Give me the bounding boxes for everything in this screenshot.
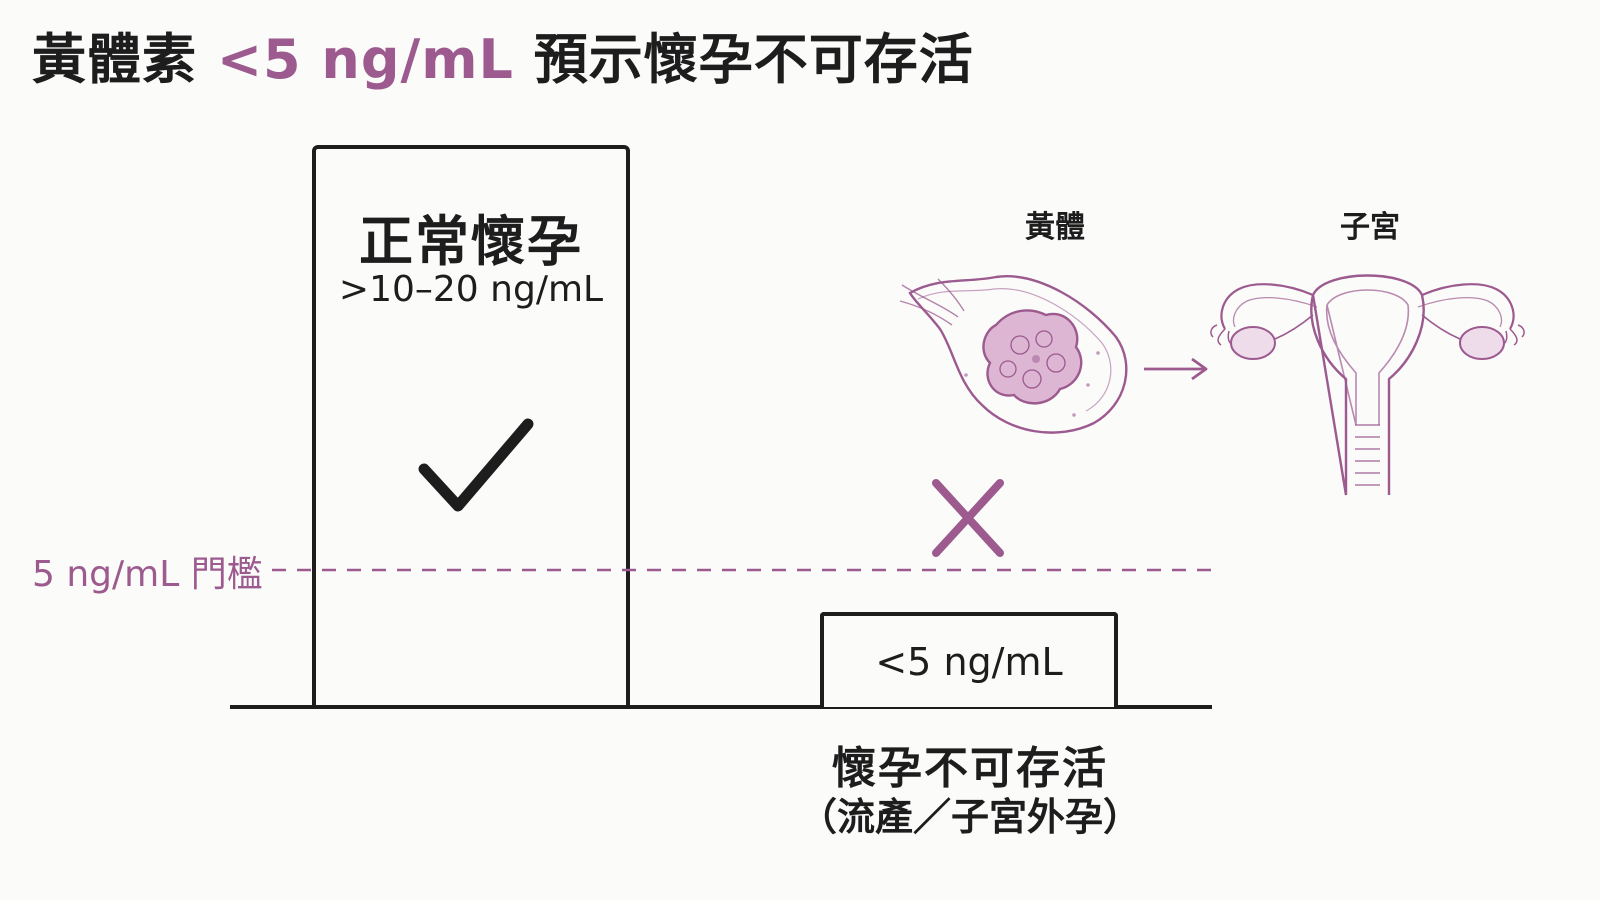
- check-icon: [418, 418, 534, 512]
- uterus-icon: [1210, 274, 1525, 496]
- page-title: 黃體素 <5 ng/mL 預示懷孕不可存活: [32, 30, 974, 89]
- arrow-right-icon: [1144, 357, 1208, 381]
- uterus-label: 子宮: [1340, 210, 1400, 245]
- title-accent: <5 ng/mL: [216, 28, 514, 91]
- low-progesterone-bar: <5 ng/mL: [820, 612, 1118, 707]
- title-prefix: 黃體素: [32, 28, 217, 91]
- normal-pregnancy-bar: 正常懷孕 >10–20 ng/mL: [312, 145, 630, 707]
- title-suffix: 預示懷孕不可存活: [513, 28, 974, 91]
- corpus-luteum-icon: [899, 275, 1128, 434]
- threshold-label: 5 ng/mL 門檻: [32, 554, 263, 595]
- outcome-title: 懷孕不可存活: [832, 743, 1108, 794]
- low-progesterone-value: <5 ng/mL: [875, 640, 1063, 684]
- outcome-subtitle: （流產／子宮外孕）: [798, 795, 1141, 839]
- threshold-line: [272, 568, 1217, 572]
- normal-pregnancy-title: 正常懷孕: [359, 210, 583, 273]
- corpus-luteum-label: 黃體: [1025, 210, 1085, 245]
- baseline-axis: [230, 705, 1212, 709]
- normal-pregnancy-value: >10–20 ng/mL: [338, 269, 604, 310]
- cross-icon: [932, 479, 1004, 557]
